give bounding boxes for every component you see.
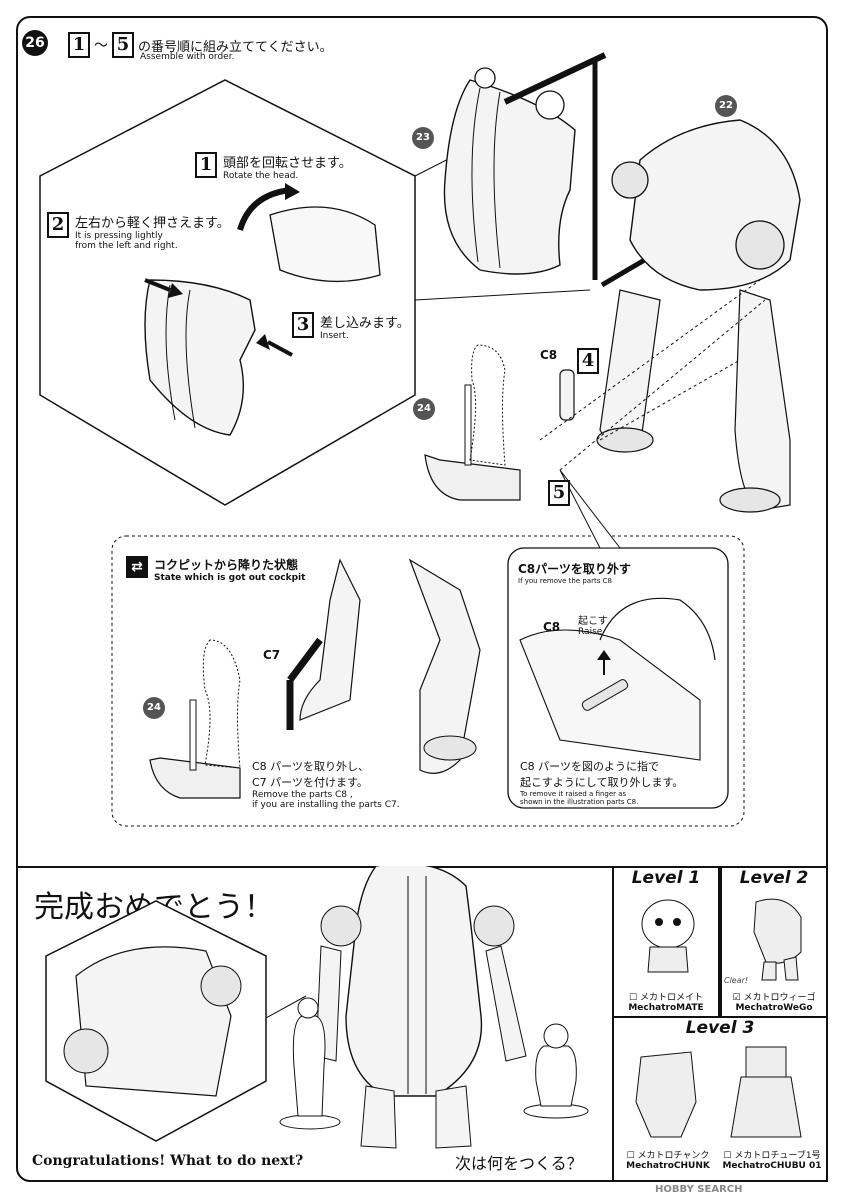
step-title-jp: の番号順に組み立ててください。 — [138, 39, 333, 55]
cockpit-note-en-1: Remove the parts C8 , — [252, 790, 353, 800]
label-c8: C8 — [540, 348, 558, 362]
remove-title-jp: C8パーツを取り外す — [518, 562, 631, 576]
part-23-shell — [443, 79, 576, 275]
label-c7: C7 — [263, 648, 281, 662]
level-3-kit-2-jp: メカトロチューブ1号 — [734, 1151, 821, 1161]
remove-note-en-1: To remove it raised a finger as — [520, 790, 627, 798]
inset-shell — [144, 279, 256, 436]
clear-stamp: Clear! — [724, 976, 749, 985]
instruction-2: 2 左右から軽く押さえます。 It is pressing lightly fr… — [47, 212, 230, 251]
level-3-panel: Level 3 ☐ メカトロチャンク MechatroCHUNK ☐ メカトロチ… — [612, 1016, 828, 1182]
swap-arrows-icon: ⇄ — [126, 556, 148, 578]
finished-robot-illustration — [45, 866, 589, 1149]
level-3-figures — [635, 1046, 802, 1138]
remove-note: C8 パーツを図のように指で 起こすようにして取り外します。 To remove… — [520, 758, 683, 806]
raise-en: Raise — [578, 627, 603, 637]
instruction-1-en: Rotate the head. — [223, 171, 299, 181]
instruction-2-number: 2 — [47, 212, 69, 238]
remove-note-jp-1: C8 パーツを図のように指で — [520, 760, 659, 773]
level-1-kit-jp: メカトロメイト — [639, 993, 703, 1003]
remove-title-en: If you remove the parts C8 — [518, 577, 612, 585]
mechatrochunk-figure — [635, 1051, 697, 1138]
level-2-kit: ☑ メカトロウィーゴ MechatroWeGo — [722, 990, 826, 1013]
level-3-kit-1-en: MechatroCHUNK — [626, 1161, 710, 1171]
level-3-kit-1-jp: メカトロチャンク — [637, 1151, 710, 1161]
level-3-kit-1: ☐ メカトロチャンク MechatroCHUNK — [618, 1148, 718, 1171]
cockpit-heading: ⇄ コクピットから降りた状態 State which is got out co… — [126, 556, 305, 583]
instruction-2-en-line1: It is pressing lightly — [75, 231, 163, 241]
cockpit-note-jp-2: C7 パーツを付けます。 — [252, 776, 368, 789]
congrats-en: Congratulations! What to do next? — [32, 1153, 304, 1169]
level-2-title: Level 2 — [739, 868, 809, 888]
cockpit-note-en-2: if you are installing the parts C7. — [252, 800, 400, 810]
step-number-badge: 26 — [22, 30, 48, 56]
level-1-title: Level 1 — [631, 868, 701, 888]
callout-part-24: 24 — [413, 398, 435, 420]
instruction-4-number: 4 — [577, 348, 599, 374]
level-1-kit: ☐ メカトロメイト MechatroMATE — [614, 990, 718, 1013]
checkbox-icon: ☐ — [626, 1151, 635, 1161]
mechatromate-figure — [641, 899, 695, 973]
instruction-3-number: 3 — [292, 312, 314, 338]
callout-part-22: 22 — [715, 95, 737, 117]
instruction-1-number: 1 — [195, 152, 217, 178]
instruction-3: 3 差し込みます。 Insert. — [292, 312, 410, 341]
callout-part-23: 23 — [412, 127, 434, 149]
cockpit-note-jp-1: C8 パーツを取り外し、 — [252, 760, 369, 773]
callout-part-24-b: 24 — [143, 697, 165, 719]
checkbox-icon: ☐ — [723, 1151, 732, 1161]
instruction-5-number: 5 — [548, 480, 570, 506]
level-1-panel: Level 1 ☐ メカトロメイト MechatroMATE — [612, 866, 720, 1018]
range-end-box: 5 — [112, 32, 134, 58]
instruction-3-jp: 差し込みます。 — [320, 316, 410, 331]
mechatrowego-figure — [753, 898, 802, 981]
level-3-title: Level 3 — [685, 1018, 755, 1038]
level-2-panel: Level 2 Clear! ☑ メカトロウィーゴ MechatroWeGo — [720, 866, 828, 1018]
instruction-1-jp: 頭部を回転させます。 — [223, 156, 352, 171]
level-3-kit-2-en: MechatroCHUBU 01 — [722, 1161, 822, 1171]
level-2-kit-en: MechatroWeGo — [735, 1003, 813, 1013]
level-2-kit-jp: メカトロウィーゴ — [743, 993, 816, 1003]
assembly-illustration — [39, 52, 801, 827]
checked-checkbox-icon: ☑ — [732, 993, 741, 1003]
checkbox-icon: ☐ — [629, 993, 638, 1003]
cockpit-title-jp: コクピットから降りた状態 — [154, 558, 299, 572]
instruction-1: 1 頭部を回転させます。 Rotate the head. — [195, 152, 352, 181]
raise-jp: 起こす — [578, 616, 608, 627]
remove-note-jp-2: 起こすようにして取り外します。 — [520, 776, 684, 789]
page-frame — [16, 16, 828, 1182]
range-separator: ～ — [94, 38, 108, 54]
label-c8-remove: C8 — [543, 620, 561, 634]
watermark: HOBBY SEARCH — [655, 1184, 743, 1195]
instruction-2-en-line2: from the left and right. — [75, 241, 178, 251]
remove-note-en-2: shown in the illustration parts C8. — [520, 798, 639, 806]
instruction-2-jp: 左右から軽く押さえます。 — [75, 216, 230, 231]
cockpit-note: C8 パーツを取り外し、 C7 パーツを付けます。 Remove the par… — [252, 758, 400, 810]
raise-label: 起こす Raise — [578, 612, 608, 637]
step-header: 1 ～ 5 の番号順に組み立ててください。 — [68, 32, 333, 58]
level-1-kit-en: MechatroMATE — [628, 1003, 704, 1013]
cockpit-title-en: State which is got out cockpit — [154, 573, 306, 583]
instruction-3-en: Insert. — [320, 331, 349, 341]
cockpit-panel-border — [111, 535, 745, 827]
mechatrochubu-figure — [745, 1046, 787, 1078]
step-title-en: Assemble with order. — [140, 52, 235, 62]
remove-panel-heading: C8パーツを取り外す If you remove the parts C8 — [518, 560, 631, 585]
next-question-jp: 次は何をつくる？ — [455, 1154, 583, 1173]
level-3-kit-2: ☐ メカトロチューブ1号 MechatroCHUBU 01 — [718, 1148, 826, 1171]
range-start-box: 1 — [68, 32, 90, 58]
